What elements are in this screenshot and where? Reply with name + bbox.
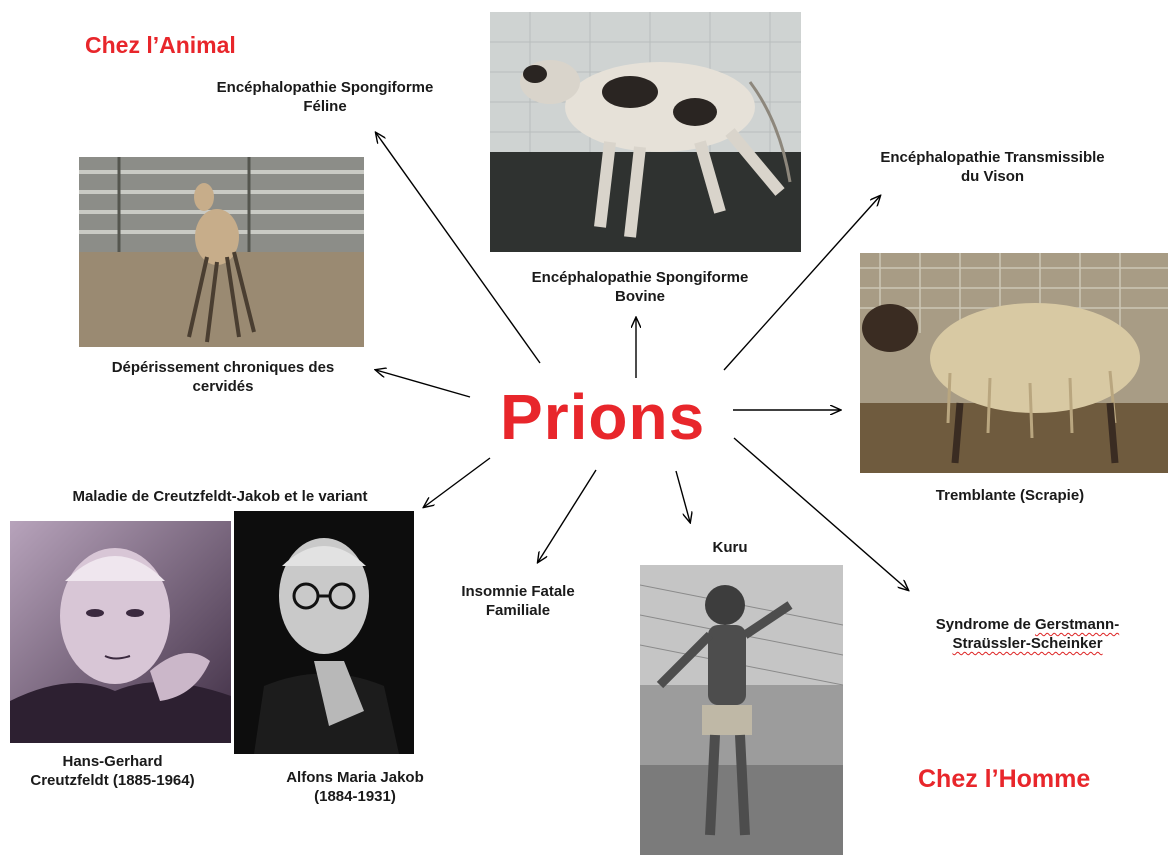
caption-jakob: Alfons Maria Jakob (1884-1931) <box>255 768 455 806</box>
caption-jakob-line2: (1884-1931) <box>314 788 396 805</box>
caption-jakob-line1: Alfons Maria Jakob <box>286 769 424 786</box>
label-bovine-line1: Encéphalopathie Spongiforme <box>531 269 749 286</box>
arrow-to-iff <box>538 469 597 562</box>
label-scrapie: Tremblante (Scrapie) <box>935 487 1085 504</box>
label-bovine: Encéphalopathie Spongiforme Bovine <box>500 268 780 306</box>
group-title-animal: Chez l’Animal <box>85 32 236 58</box>
label-vison: Encéphalopathie Transmissible du Vison <box>850 148 1135 186</box>
label-gss-line2: Straüssler-Scheinker <box>952 635 1103 652</box>
label-vison-line1: Encéphalopathie Transmissible <box>880 149 1105 166</box>
label-cervides-line1: Dépérissement chroniques des <box>111 359 335 376</box>
label-gss-line1-b: Gerstmann- <box>1035 616 1120 633</box>
label-gss-line1: Syndrome de Gerstmann- <box>905 615 1150 634</box>
photo-cow <box>490 12 801 252</box>
photo-sheep <box>860 253 1168 473</box>
label-iff-line1: Insomnie Fatale <box>461 583 575 600</box>
caption-creutzfeldt-line2: Creutzfeldt (1885-1964) <box>30 772 195 789</box>
label-gss: Syndrome de Gerstmann- Straüssler-Schein… <box>905 615 1150 653</box>
label-feline: Encéphalopathie Spongiforme Féline <box>185 78 465 116</box>
label-feline-line1: Encéphalopathie Spongiforme <box>216 79 434 96</box>
caption-creutzfeldt: Hans-Gerhard Creutzfeldt (1885-1964) <box>5 752 220 790</box>
label-gss-line1-a: Syndrome de <box>935 616 1035 633</box>
photo-jakob <box>234 511 414 754</box>
caption-creutzfeldt-line1: Hans-Gerhard <box>62 753 163 770</box>
label-cjd: Maladie de Creutzfeldt-Jakob et le varia… <box>72 488 368 505</box>
label-iff-line2: Familiale <box>485 602 551 619</box>
label-iff: Insomnie Fatale Familiale <box>438 582 598 620</box>
label-bovine-line2: Bovine <box>614 288 665 305</box>
arrow-to-feline <box>376 133 541 364</box>
arrow-to-vison <box>723 196 880 371</box>
label-vison-line2: du Vison <box>960 168 1025 185</box>
arrow-to-gss <box>733 437 908 590</box>
label-kuru: Kuru <box>712 539 748 556</box>
photo-kuru <box>640 565 843 855</box>
label-cervides: Dépérissement chroniques des cervidés <box>78 358 368 396</box>
photo-creutzfeldt <box>10 521 231 743</box>
arrow-to-cervides <box>376 370 471 398</box>
center-title: Prions <box>500 381 706 453</box>
arrow-to-kuru <box>675 470 690 522</box>
photo-deer <box>79 157 364 347</box>
arrow-to-cjd <box>424 457 491 507</box>
group-title-human: Chez l’Homme <box>918 765 1091 793</box>
label-cervides-line2: cervidés <box>192 378 254 395</box>
label-feline-line2: Féline <box>303 98 347 115</box>
